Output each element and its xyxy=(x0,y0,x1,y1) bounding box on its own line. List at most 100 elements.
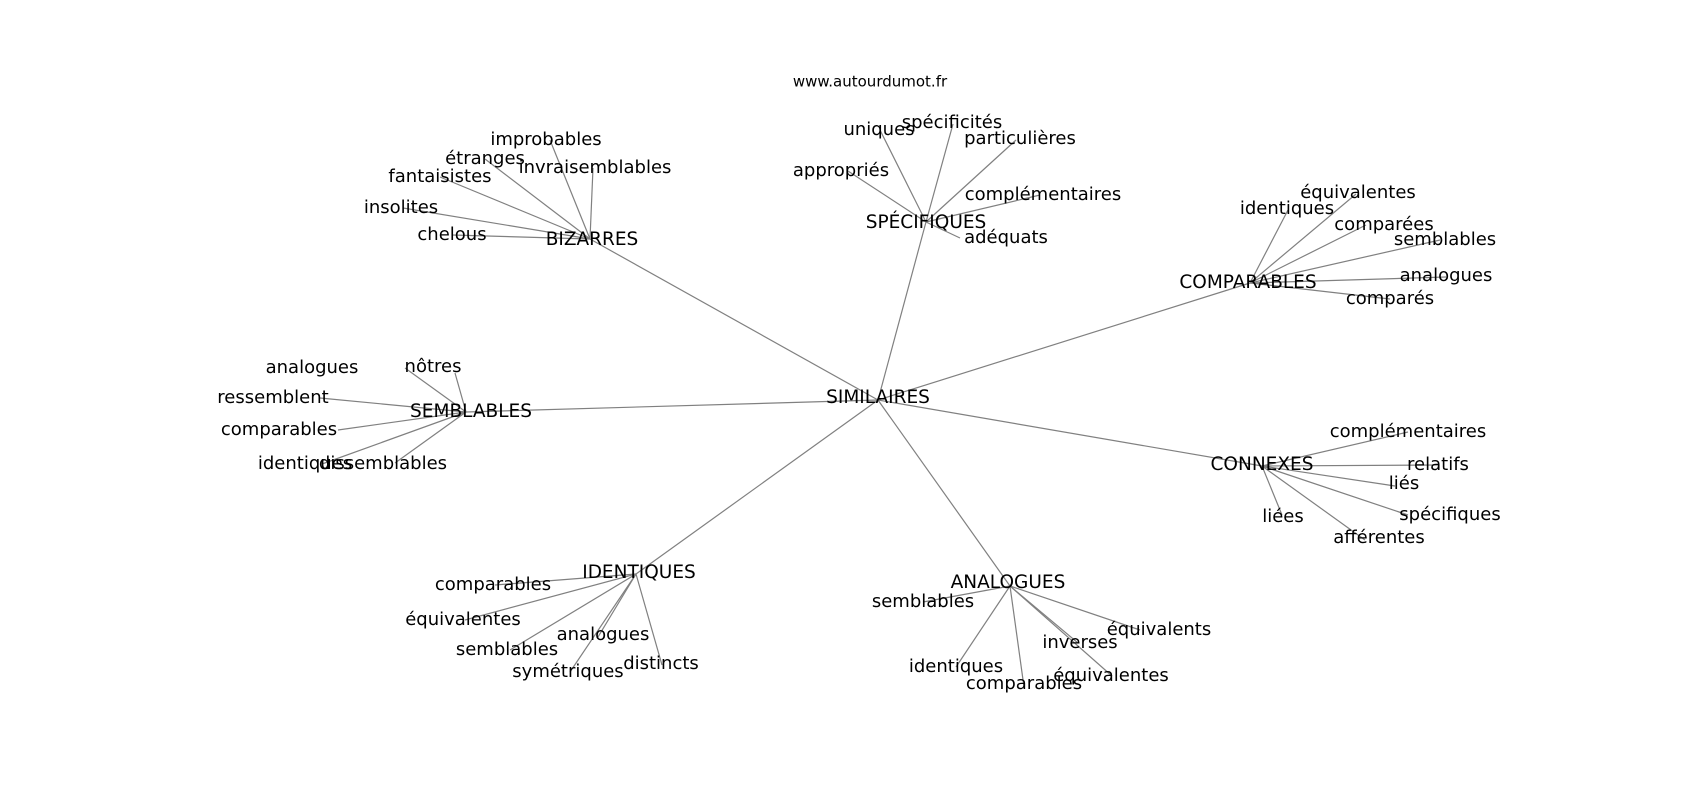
hub-to-word-edge xyxy=(494,573,637,586)
leaf-word-label: identiques xyxy=(1240,198,1334,219)
hub-word-label: BIZARRES xyxy=(546,229,639,250)
leaf-word-label: étranges xyxy=(445,148,525,169)
leaf-word-label: uniques xyxy=(843,119,914,140)
hub-to-word-edge xyxy=(955,585,1011,668)
hub-word-label: IDENTIQUES xyxy=(582,562,696,583)
leaf-word-label: semblables xyxy=(1394,229,1496,250)
center-to-hub-edge xyxy=(589,238,879,401)
leaf-word-label: identiques xyxy=(909,656,1003,677)
leaf-word-label: équivalentes xyxy=(1053,665,1169,686)
leaf-word-label: particulières xyxy=(964,128,1076,149)
hub-to-word-edge xyxy=(589,167,594,240)
leaf-word-label: analogues xyxy=(1400,265,1493,286)
hub-to-word-edge xyxy=(1249,193,1357,284)
leaf-word-label: semblables xyxy=(872,591,974,612)
leaf-word-label: comparées xyxy=(1334,214,1433,235)
hub-to-word-edge xyxy=(1009,585,1141,631)
leaf-word-label: liés xyxy=(1389,473,1419,494)
hub-to-word-edge xyxy=(549,139,591,240)
center-word: SIMILAIRES xyxy=(826,387,930,408)
hub-to-word-edge xyxy=(1261,465,1409,516)
leaf-word-label: appropriés xyxy=(793,160,889,181)
center-to-hub-edge xyxy=(877,282,1251,401)
leaf-word-label: semblables xyxy=(456,639,558,660)
hub-to-word-edge xyxy=(509,573,637,651)
leaf-word-label: nôtres xyxy=(405,356,462,377)
hub-to-word-edge xyxy=(847,170,927,223)
hub-to-word-edge xyxy=(1249,282,1391,300)
hub-to-word-edge xyxy=(1249,239,1441,284)
leaf-word-label: afférentes xyxy=(1333,527,1425,548)
hub-to-word-edge xyxy=(879,129,927,223)
leaf-word-label: improbables xyxy=(490,129,601,150)
leaf-word-label: comparables xyxy=(435,574,551,595)
source-url: www.autourdumot.fr xyxy=(793,73,948,91)
hub-to-word-edge xyxy=(464,573,637,621)
leaf-word-label: comparés xyxy=(1346,288,1434,309)
leaf-word-label: dissemblables xyxy=(319,453,447,474)
hub-to-word-edge xyxy=(321,411,467,465)
graph-labels: www.autourdumot.fr SIMILAIRES BIZARRES im… xyxy=(217,73,1500,695)
leaf-word-label: spécifiques xyxy=(1399,504,1500,525)
leaf-word-label: relatifs xyxy=(1407,454,1469,475)
center-to-hub-edge xyxy=(877,399,1011,587)
hub-to-word-edge xyxy=(439,176,591,240)
hub-to-word-edge xyxy=(925,139,1017,223)
leaf-word-label: symétriques xyxy=(512,661,623,682)
hub-to-word-edge xyxy=(484,158,591,240)
hub-to-word-edge xyxy=(1249,276,1447,284)
leaf-word-label: équivalentes xyxy=(405,609,521,630)
leaf-word-label: distincts xyxy=(623,653,699,674)
leaf-word-label: comparables xyxy=(221,419,337,440)
hub-to-word-edge xyxy=(1009,585,1025,688)
hub-to-word-edge xyxy=(635,573,663,666)
hub-to-word-edge xyxy=(1261,431,1409,467)
hub-to-word-edge xyxy=(569,573,637,673)
hub-word-label: ANALOGUES xyxy=(951,572,1066,593)
leaf-word-label: comparables xyxy=(966,673,1082,694)
leaf-word-label: identiques xyxy=(258,453,352,474)
leaf-word-label: invraisemblables xyxy=(519,157,672,178)
leaf-word-label: adéquats xyxy=(964,227,1048,248)
hub-to-word-edge xyxy=(404,367,467,413)
center-to-hub-edge xyxy=(877,399,1263,467)
leaf-word-label: inverses xyxy=(1042,632,1117,653)
hub-to-word-edge xyxy=(1261,465,1366,541)
hub-word-label: SEMBLABLES xyxy=(410,401,532,422)
hub-word-label: CONNEXES xyxy=(1211,454,1314,475)
hub-to-word-edge xyxy=(925,123,954,223)
center-to-hub-edge xyxy=(635,399,879,575)
hub-to-word-edge xyxy=(402,207,591,240)
leaf-word-label: fantaisistes xyxy=(388,166,491,187)
hub-to-word-edge xyxy=(925,194,1041,223)
leaf-word-label: spécificités xyxy=(902,112,1003,133)
hub-to-word-edge xyxy=(1261,464,1439,467)
hub-to-word-edge xyxy=(1261,465,1283,516)
leaf-word-label: ressemblent xyxy=(217,387,328,408)
leaf-word-label: liées xyxy=(1262,506,1304,527)
hub-to-word-edge xyxy=(454,372,467,413)
leaf-word-label: analogues xyxy=(557,624,650,645)
hub-to-word-edge xyxy=(1261,465,1396,487)
hub-to-word-edge xyxy=(1009,585,1113,677)
hub-word-label: COMPARABLES xyxy=(1179,272,1316,293)
leaf-word-label: complémentaires xyxy=(1330,421,1487,442)
leaf-word-label: chelous xyxy=(417,224,486,245)
center-to-hub-edge xyxy=(877,221,927,401)
hub-to-word-edge xyxy=(1249,224,1367,284)
hub-to-word-edge xyxy=(319,397,467,413)
leaf-word-label: équivalentes xyxy=(1300,182,1416,203)
leaf-word-label: analogues xyxy=(266,357,359,378)
hub-to-word-edge xyxy=(922,585,1011,603)
leaf-word-label: insolites xyxy=(364,197,438,218)
leaf-word-label: équivalents xyxy=(1107,619,1212,640)
graph-edges xyxy=(319,123,1447,688)
hub-to-word-edge xyxy=(451,234,591,240)
hub-word-label: SPÉCIFIQUES xyxy=(866,211,987,233)
hub-to-word-edge xyxy=(925,221,961,239)
hub-to-word-edge xyxy=(1249,209,1289,284)
leaf-word-label: complémentaires xyxy=(965,184,1122,205)
hub-to-word-edge xyxy=(337,411,467,431)
hub-to-word-edge xyxy=(394,411,467,464)
